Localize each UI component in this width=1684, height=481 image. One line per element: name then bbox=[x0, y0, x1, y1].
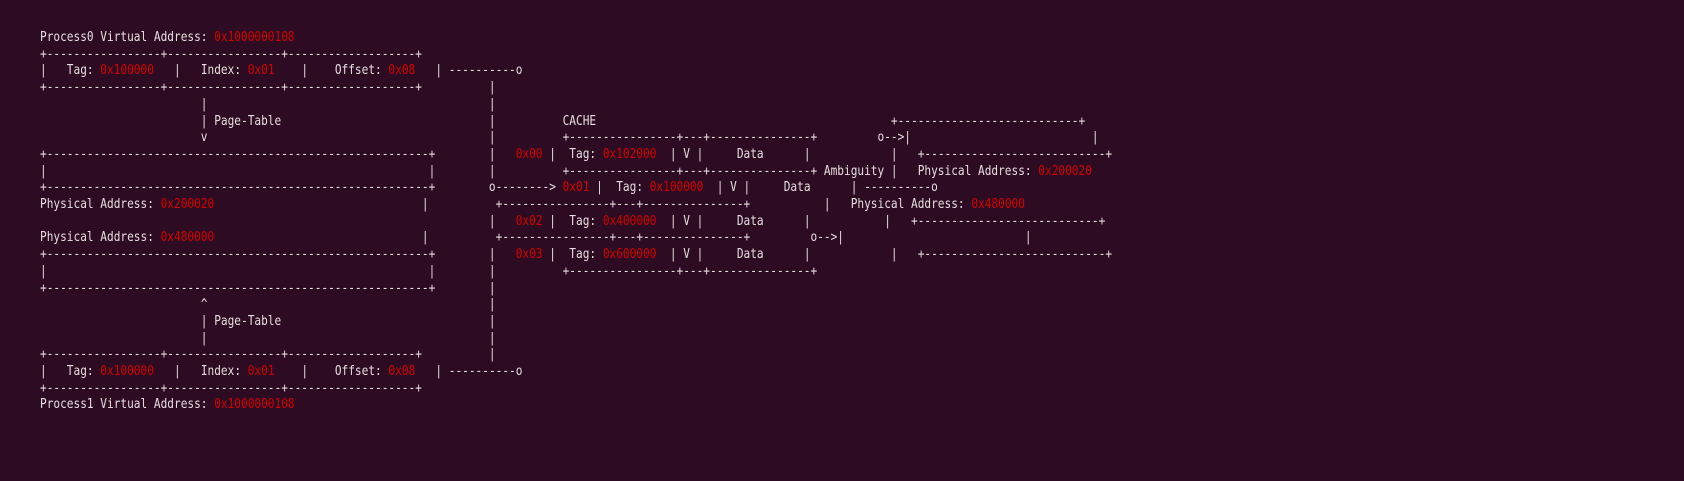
hex-value: 0x1000000108 bbox=[214, 29, 295, 45]
ascii-segment: | V | Data | | +------------------------… bbox=[656, 212, 1106, 229]
hex-value: 0x01 bbox=[562, 179, 590, 196]
hex-value: 0x200020 bbox=[1038, 162, 1092, 179]
ascii-segment: | +----------------+---+---------------+… bbox=[214, 196, 972, 213]
hex-value: 0x00 bbox=[515, 145, 543, 162]
hex-value: 0x100000 bbox=[649, 179, 704, 196]
ascii-segment: +---------------------------------------… bbox=[40, 179, 563, 196]
ascii-segment: | Tag: bbox=[542, 212, 603, 229]
hex-value: 0x600000 bbox=[602, 246, 657, 263]
ascii-segment: | Page-Table | CACHE +------------------… bbox=[40, 112, 1086, 129]
ascii-segment: | Index: bbox=[153, 62, 248, 79]
ascii-segment: | Offset: bbox=[274, 62, 389, 79]
ascii-segment: +-----------------+-----------------+---… bbox=[40, 379, 422, 396]
ascii-segment: | Tag: bbox=[40, 62, 101, 79]
ascii-segment: | | | +----------------+---+------------… bbox=[40, 162, 1039, 179]
ascii-segment: | Page-Table | bbox=[40, 312, 496, 329]
ascii-segment: Physical Address: bbox=[40, 196, 161, 213]
ascii-segment: | V | Data | | +------------------------… bbox=[656, 145, 1113, 162]
ascii-diagram: Process0 Virtual Address: 0x1000000108 +… bbox=[40, 29, 1112, 413]
hex-value: 0x200020 bbox=[160, 196, 215, 213]
ascii-segment: +-----------------+-----------------+---… bbox=[40, 79, 496, 96]
hex-value: 0x102000 bbox=[602, 145, 657, 162]
ascii-segment: | | bbox=[40, 329, 496, 346]
ascii-segment: +---------------------------------------… bbox=[40, 246, 516, 263]
ascii-segment: | Tag: bbox=[542, 246, 603, 263]
ascii-segment: Process1 Virtual Address: bbox=[40, 396, 215, 413]
hex-value: 0x100000 bbox=[100, 62, 154, 79]
ascii-segment: | Index: bbox=[153, 363, 248, 380]
hex-value: 0x400000 bbox=[602, 212, 657, 229]
hex-value: 0x480000 bbox=[160, 229, 215, 246]
hex-value: 0x01 bbox=[247, 363, 275, 380]
hex-value: 0x03 bbox=[515, 246, 543, 263]
ascii-segment: | V | Data | | +------------------------… bbox=[656, 246, 1113, 263]
hex-value: 0x01 bbox=[247, 62, 275, 79]
ascii-segment: | Tag: bbox=[589, 179, 650, 196]
ascii-segment: | +----------------+---+---------------+… bbox=[214, 229, 1032, 246]
ascii-segment: +-----------------+-----------------+---… bbox=[40, 45, 422, 62]
ascii-segment: +-----------------+-----------------+---… bbox=[40, 346, 496, 363]
ascii-segment: | | bbox=[40, 95, 496, 112]
ascii-segment: | Tag: bbox=[542, 145, 603, 162]
hex-value: 0x480000 bbox=[971, 196, 1025, 213]
ascii-segment: Process0 Virtual Address: bbox=[40, 29, 215, 45]
hex-value: 0x100000 bbox=[100, 363, 154, 380]
ascii-segment: v | +----------------+---+--------------… bbox=[40, 129, 1099, 146]
ascii-segment: | Tag: bbox=[40, 363, 101, 380]
ascii-segment: Physical Address: bbox=[40, 229, 161, 246]
ascii-segment: | ----------o bbox=[415, 363, 523, 380]
ascii-segment: +---------------------------------------… bbox=[40, 145, 516, 162]
hex-value: 0x02 bbox=[515, 212, 543, 229]
ascii-segment: | | | +----------------+---+------------… bbox=[40, 262, 818, 279]
ascii-segment: | Offset: bbox=[274, 363, 389, 380]
ascii-segment: | V | Data | ----------o bbox=[703, 179, 938, 196]
ascii-segment: | ----------o bbox=[415, 62, 523, 79]
ascii-segment: | bbox=[40, 212, 516, 229]
ascii-segment: ^ | bbox=[40, 296, 496, 313]
hex-value: 0x08 bbox=[388, 363, 416, 380]
hex-value: 0x1000000108 bbox=[214, 396, 295, 413]
ascii-segment: +---------------------------------------… bbox=[40, 279, 496, 296]
hex-value: 0x08 bbox=[388, 62, 416, 79]
